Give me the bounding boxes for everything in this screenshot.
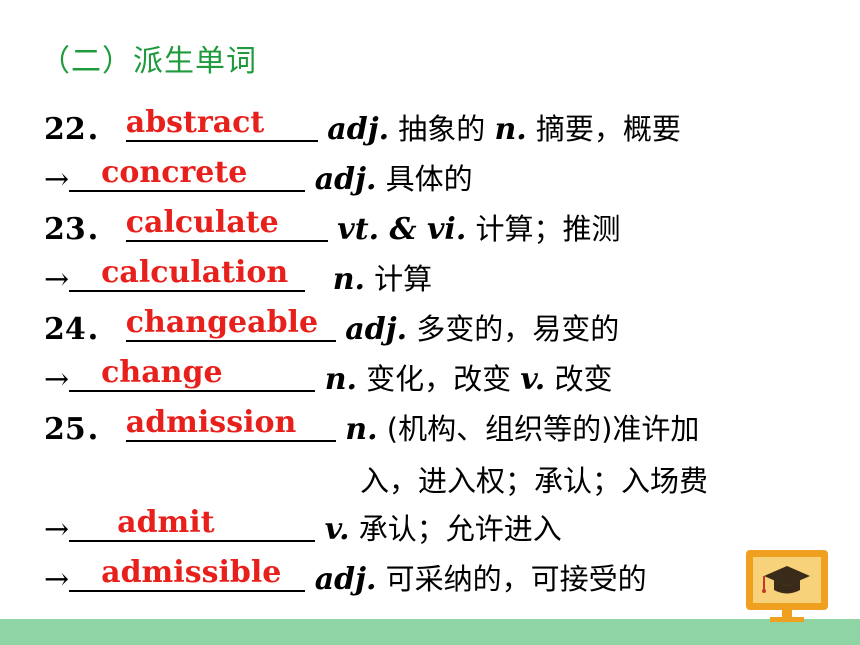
vocab-row: 24． changeable adj. 多变的，易变的 (44, 305, 620, 351)
item-number: 25． (44, 412, 116, 447)
answer-word: changeable (125, 305, 319, 340)
answer-blank: admission (125, 405, 336, 451)
vocab-row: → concrete adj. 具体的 (44, 155, 473, 201)
part-of-speech: n. (494, 112, 527, 147)
definition: 计算 (364, 262, 433, 296)
derivation-arrow: → (44, 562, 70, 597)
answer-word: calculate (125, 205, 279, 240)
answer-blank: concrete (69, 155, 306, 201)
graduation-cap-monitor-icon[interactable] (744, 548, 830, 624)
part-of-speech: adj. (345, 312, 408, 347)
answer-blank: changeable (125, 305, 336, 351)
part-of-speech: v. (324, 512, 350, 547)
item-number: 23． (44, 212, 116, 247)
definition: 承认；允许进入 (349, 512, 562, 546)
vocab-row: 22． abstract adj. 抽象的 n. 摘要，概要 (44, 105, 681, 151)
answer-blank: admit (69, 505, 316, 551)
answer-word: concrete (101, 155, 248, 190)
answer-blank: admissible (69, 555, 306, 601)
part-of-speech: adj. (327, 112, 390, 147)
answer-word: calculation (101, 255, 289, 290)
answer-word: admissible (101, 555, 282, 590)
vocab-row: 23． calculate vt. & vi. 计算；推测 (44, 205, 621, 251)
footer-bar (0, 619, 860, 645)
answer-blank: abstract (125, 105, 318, 151)
vocab-row: 25． admission n. (机构、组织等的)准许加 (44, 405, 700, 451)
definition: 摘要，概要 (526, 112, 681, 146)
vocab-row: → change n. 变化，改变 v. 改变 (44, 355, 613, 401)
definition: 计算；推测 (466, 212, 621, 246)
definition: 抽象的 (389, 112, 495, 146)
answer-word: change (101, 355, 223, 390)
answer-blank: change (69, 355, 316, 401)
definition: 具体的 (376, 162, 473, 196)
definition: (机构、组织等的)准许加 (377, 412, 700, 446)
definition: 变化，改变 (356, 362, 521, 396)
item-number: 24． (44, 312, 116, 347)
answer-word: admission (125, 405, 297, 440)
definition: 多变的，易变的 (407, 312, 620, 346)
derivation-arrow: → (44, 362, 70, 397)
answer-word: admit (117, 505, 215, 540)
part-of-speech: adj. (314, 562, 377, 597)
part-of-speech: adj. (314, 162, 377, 197)
vocab-row: → calculation n. 计算 (44, 255, 433, 301)
definition-continuation: 入，进入权；承认；入场费 (360, 464, 709, 498)
vocab-row: → admissible adj. 可采纳的，可接受的 (44, 555, 647, 601)
part-of-speech: v. (520, 362, 546, 397)
answer-blank: calculate (125, 205, 328, 251)
derivation-arrow: → (44, 512, 70, 547)
part-of-speech: n. (332, 262, 365, 297)
vocab-row: → admit v. 承认；允许进入 (44, 505, 562, 551)
part-of-speech: vt. & vi. (337, 212, 467, 247)
part-of-speech: n. (324, 362, 357, 397)
answer-blank: calculation (69, 255, 306, 301)
part-of-speech: n. (345, 412, 378, 447)
section-title: （二）派生单词 (40, 44, 257, 79)
derivation-arrow: → (44, 162, 70, 197)
definition: 改变 (545, 362, 613, 396)
definition: 可采纳的，可接受的 (376, 562, 647, 596)
derivation-arrow: → (44, 262, 70, 297)
item-number: 22． (44, 112, 116, 147)
answer-word: abstract (125, 105, 265, 140)
